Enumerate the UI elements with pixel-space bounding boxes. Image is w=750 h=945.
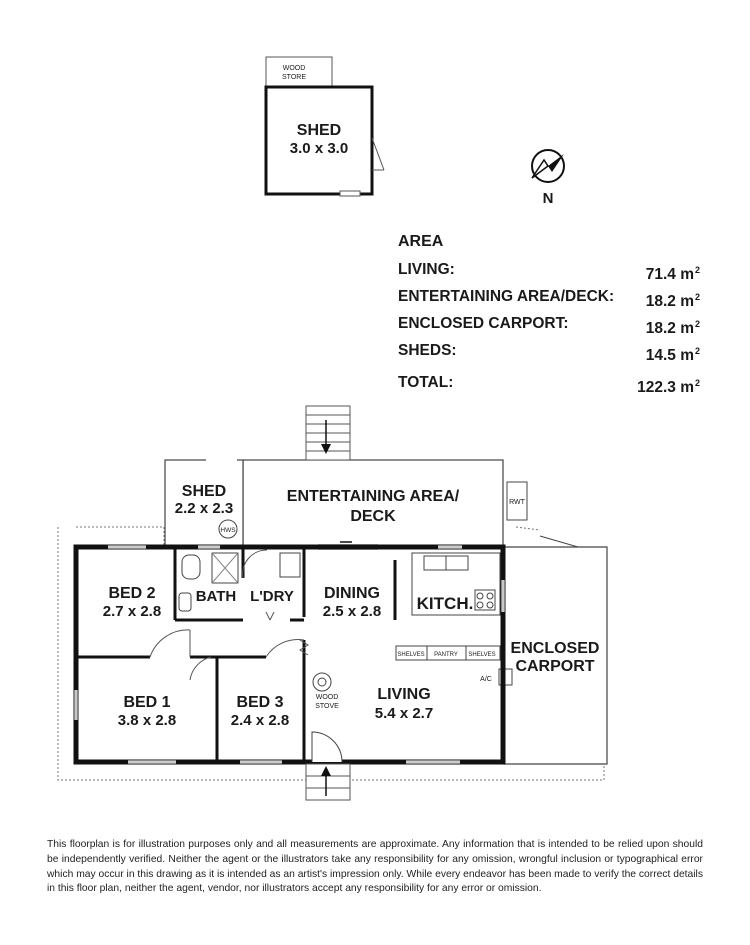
carport-label-1: ENCLOSED [511,640,600,657]
area-row-label: LIVING: [398,261,455,278]
wood-stove-icon [312,672,332,692]
rwt-label: RWT [509,499,526,506]
carport-gate [539,535,579,548]
bed2-name: BED 2 [108,585,155,602]
area-row-sheds: SHEDS: 14.5 m2 [398,340,700,367]
stairs-treads [306,414,350,452]
enclosed-carport: ENCLOSED CARPORT A/C [480,535,608,765]
detached-shed-size: 3.0 x 3.0 [290,140,348,157]
carport-label-2: CARPORT [515,658,594,675]
bed1-size: 3.8 x 2.8 [118,712,176,729]
area-row-label: ENCLOSED CARPORT: [398,315,569,332]
bed3-size: 2.4 x 2.8 [231,712,289,729]
dining-size: 2.5 x 2.8 [323,603,381,620]
door-swings [149,549,309,681]
disclaimer-text: This floorplan is for illustration purpo… [47,839,703,895]
toilet-icon [181,554,201,580]
bath-label: BATH [196,588,237,605]
carport-outline [503,546,608,765]
hws-label: HWS [220,527,236,534]
wood-store-label-2: STORE [282,74,306,81]
main-house: SHELVES PANTRY SHELVES WOOD STOVE BED 2 … [73,544,506,801]
shed-window [339,190,361,197]
interior-walls [76,547,397,762]
area-total-label: TOTAL: [398,374,454,391]
area-row-value: 14.5 m2 [645,346,700,364]
living-size: 5.4 x 2.7 [375,705,433,722]
hws-unit [218,519,238,539]
living-name: LIVING [377,686,430,703]
bathroom-fixtures [178,552,301,612]
ac-label: A/C [480,676,492,683]
area-total-value: 122.3 m2 [637,378,700,396]
rwt-tank [506,481,528,521]
dashed-outlines [57,526,605,781]
area-row-living: LIVING: 71.4 m2 [398,259,700,286]
compass: N [531,149,565,207]
area-row-label: SHEDS: [398,342,457,359]
deck-label-2: DECK [350,508,396,525]
kitchen-fixtures [411,552,501,616]
pantry-label: PANTRY [434,652,458,658]
compass-arrow-icon [531,149,565,183]
front-entry-arrow-icon [321,766,331,796]
basin-icon [178,592,192,612]
area-row-total: TOTAL: 122.3 m2 [398,372,700,399]
entry-arrow-icon [321,420,331,454]
shelves-left-label: SHELVES [397,652,424,658]
compass-north-label: N [543,190,554,207]
kitchen-label: KITCH. [417,594,474,613]
dining-name: DINING [324,585,380,602]
detached-shed: WOOD STORE SHED 3.0 x 3.0 [264,56,385,197]
area-summary: AREA LIVING: 71.4 m2 ENTERTAINING AREA/D… [398,231,700,399]
entertaining-deck: ENTERTAINING AREA/ DECK RWT [242,405,528,550]
area-row-deck: ENTERTAINING AREA/DECK: 18.2 m2 [398,286,700,313]
front-door-swing [311,731,343,763]
pantry-strip: SHELVES PANTRY SHELVES [395,645,501,661]
area-heading: AREA [398,233,444,250]
house-exterior-walls [73,544,506,765]
area-row-value: 71.4 m2 [645,265,700,283]
deck-label-1: ENTERTAINING AREA/ [287,488,460,505]
front-steps [305,763,351,801]
area-row-value: 18.2 m2 [645,319,700,337]
wood-store-label-1: WOOD [283,65,306,72]
bed3-name: BED 3 [236,694,283,711]
area-row-label: ENTERTAINING AREA/DECK: [398,288,615,305]
area-row-carport: ENCLOSED CARPORT: 18.2 m2 [398,313,700,340]
laundry-tub-icon [279,552,301,578]
small-shed-size: 2.2 x 2.3 [175,500,233,517]
shelves-right-label: SHELVES [468,652,495,658]
laundry-label: L'DRY [250,588,294,605]
bed1-name: BED 1 [123,694,170,711]
detached-shed-name: SHED [297,122,341,139]
window-frames [75,546,504,763]
detached-shed-walls [264,85,374,196]
shed-door-swing [371,137,385,171]
bed2-size: 2.7 x 2.8 [103,603,161,620]
area-row-value: 18.2 m2 [645,292,700,310]
deck-outline [242,459,504,548]
wood-stove-label-1: WOOD [316,694,339,701]
front-entry [305,731,351,801]
wood-stove-label-2: STOVE [315,703,339,710]
small-shed: SHED 2.2 x 2.3 HWS [164,458,244,548]
small-shed-name: SHED [182,483,226,500]
